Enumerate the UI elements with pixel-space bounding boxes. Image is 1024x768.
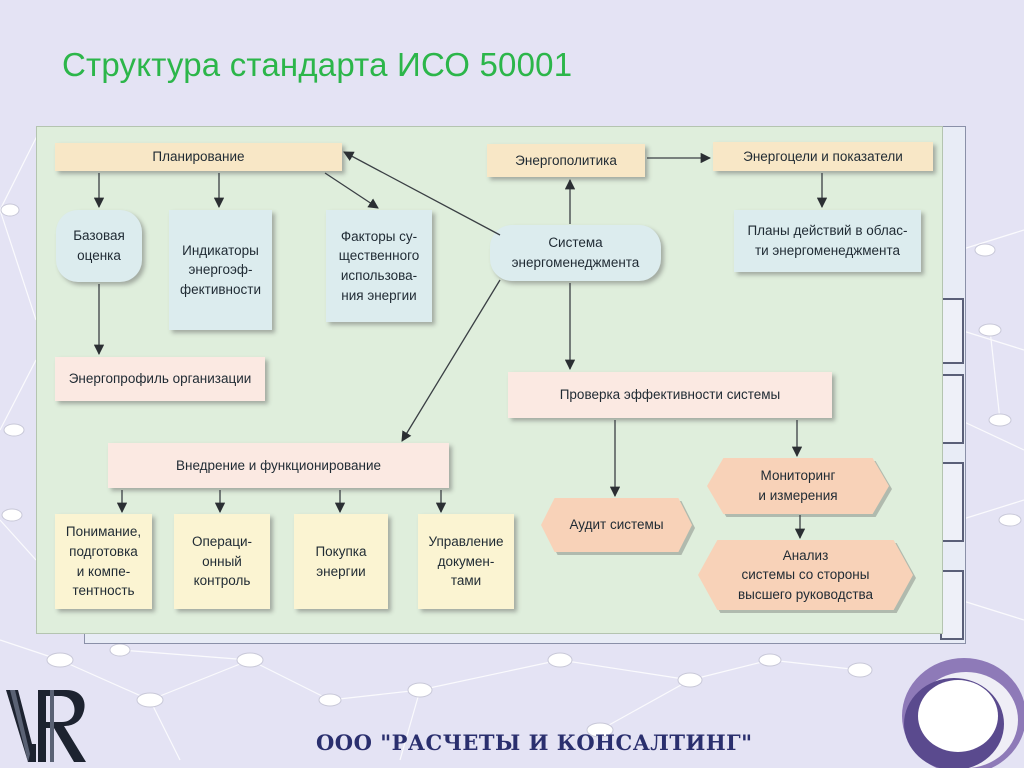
management-review-label: Анализ системы со стороны высшего руково… [737, 547, 874, 602]
performance-check-box: Проверка эффективности системы [508, 372, 832, 418]
background-panel-fragment [940, 462, 964, 542]
energy-profile-box: Энергопрофиль организации [55, 357, 265, 401]
monitoring-hexagon: Мониторинг и измерения [707, 458, 892, 517]
competence-box: Понимание, подготовка и компе- тентность [55, 514, 152, 609]
background-panel-fragment [940, 570, 964, 640]
company-logo [6, 690, 86, 762]
energy-management-system-box: Система энергоменеджмента [490, 225, 661, 281]
base-assessment-box: Базовая оценка [56, 210, 142, 282]
implementation-box: Внедрение и функционирование [108, 443, 449, 488]
energy-purchase-box: Покупка энергии [294, 514, 388, 609]
decorative-circle [902, 658, 1024, 768]
document-management-box: Управление докумен- тами [418, 514, 514, 609]
energy-objectives-box: Энергоцели и показатели [713, 142, 933, 171]
significant-factors-box: Факторы су- щественного использова- ния … [326, 210, 432, 322]
operational-control-box: Операци- онный контроль [174, 514, 270, 609]
background-panel-fragment [940, 374, 964, 444]
slide-title: Структура стандарта ИСО 50001 [62, 46, 573, 83]
system-audit-label: Аудит системы [569, 517, 664, 533]
footer-company-name: ООО "РАСЧЕТЫ И КОНСАЛТИНГ" [316, 730, 753, 755]
action-plans-box: Планы действий в облас- ти энергоменеджм… [734, 210, 921, 272]
monitoring-label: Мониторинг и измерения [758, 468, 838, 503]
system-audit-hexagon: Аудит системы [541, 498, 695, 555]
background-panel-fragment [940, 298, 964, 364]
efficiency-indicators-box: Индикаторы энергоэф- фективности [169, 210, 272, 330]
planning-box: Планирование [55, 143, 342, 171]
energy-policy-box: Энергополитика [487, 144, 645, 177]
management-review-hexagon: Анализ системы со стороны высшего руково… [698, 540, 916, 613]
